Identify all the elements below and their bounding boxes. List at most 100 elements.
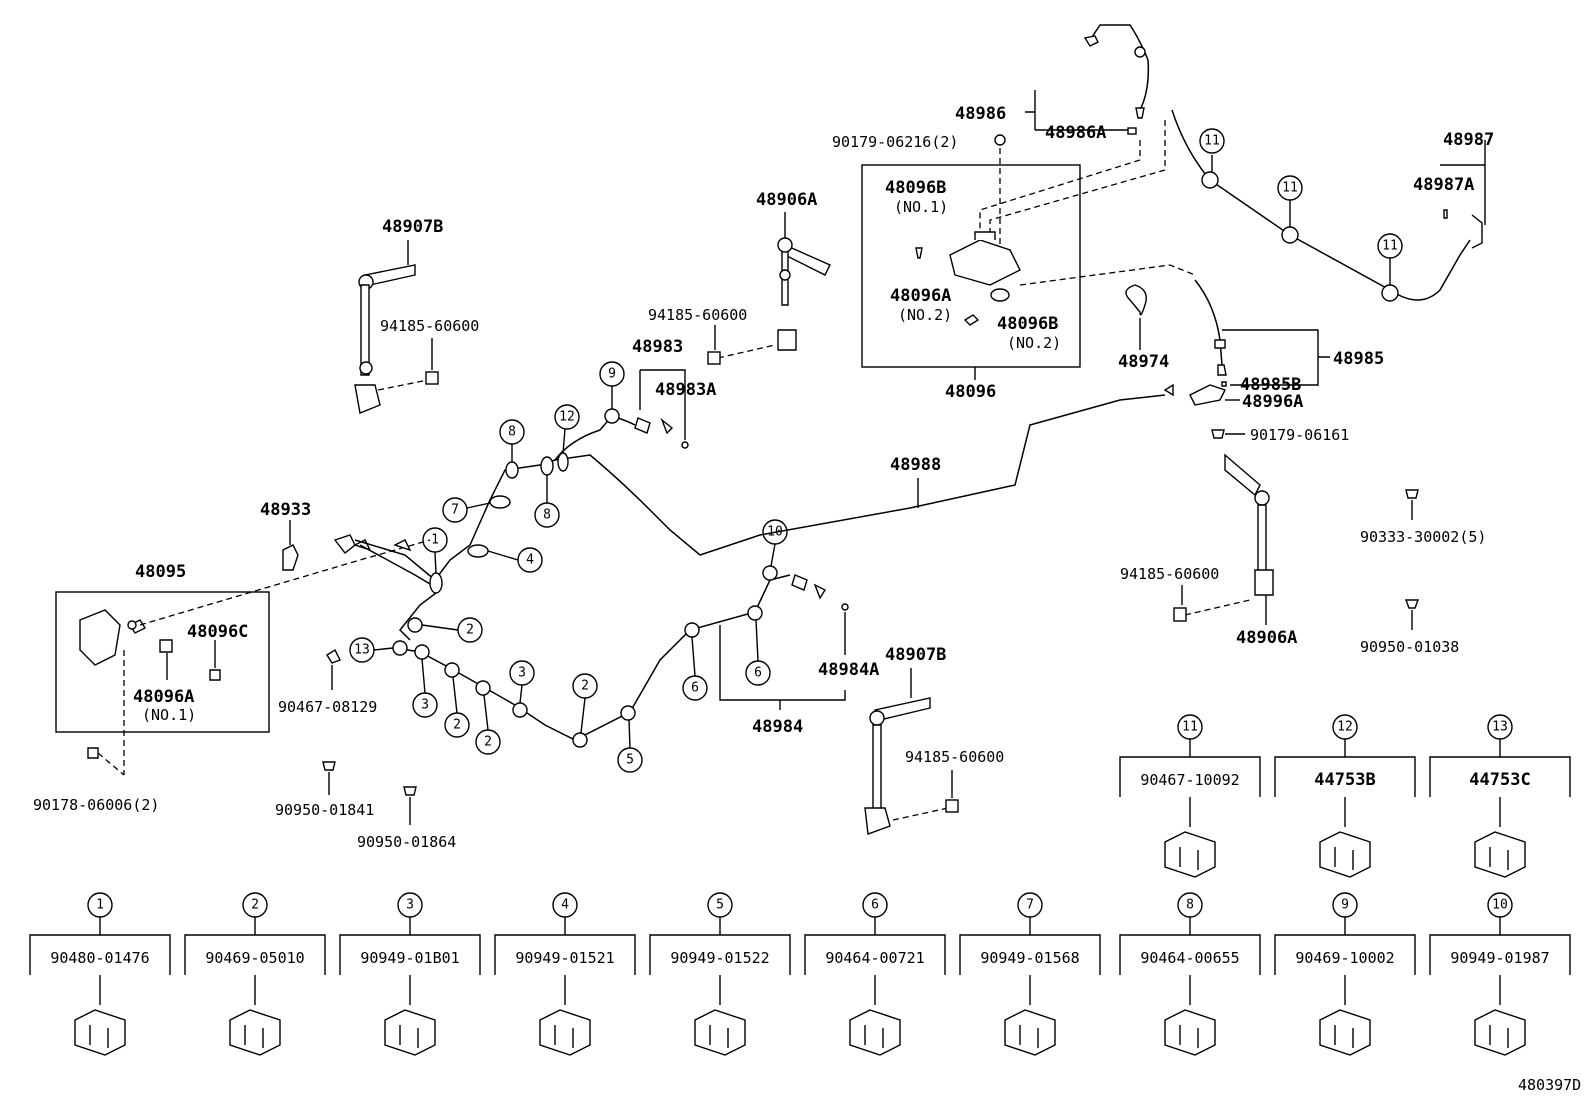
link-48906A-bot: 94185-60600 48906A [1120,453,1297,648]
label-90179-06161: 90179-06161 [1250,426,1349,444]
clip-icon [1004,1009,1056,1056]
label-48983: 48983 [632,337,683,357]
label-48096: 48096 [945,382,996,402]
legend-part-number: 44753C [1469,770,1530,790]
label-48974: 48974 [1118,352,1169,372]
legend-number: 4 [561,898,569,913]
legend-part-number: 90467-10092 [1140,771,1239,789]
callout-5: 5 [626,753,634,768]
label-48983A: 48983A [655,380,716,400]
callout-11b: 11 [1282,181,1298,196]
label-no1-b: (NO.1) [142,706,196,724]
callout-11a: 11 [1204,134,1220,149]
label-no1: (NO.1) [894,198,948,216]
clip-icon [1474,831,1526,878]
clip-icon [694,1009,746,1056]
label-94185-60600-b: 94185-60600 [380,317,479,335]
label-48096A-no2: 48096A [890,286,951,306]
legend-number: 13 [1492,720,1508,735]
legend-item-7: 7 90949-01568 [959,892,1101,1056]
label-90178-06006: 90178-06006(2) [33,796,159,814]
group-48987: 48987 48987A [1171,109,1494,302]
label-48986A: 48986A [1045,123,1106,143]
legend-number: 12 [1337,720,1353,735]
center-callouts: 9 12 8 8 7 1 4 10 2 13 3 3 2 2 2 5 6 6 [349,361,788,773]
label-90950-01864: 90950-01864 [357,833,456,851]
legend-part-number: 90949-01568 [980,949,1079,967]
legend-part-number: 44753B [1314,770,1375,790]
legend-part-number: 90949-01521 [515,949,614,967]
legend-item-2: 2 90469-05010 [184,892,326,1056]
clip-icon [229,1009,281,1056]
harness-48988: 48983 48983A 48988 [554,337,1174,556]
callout-2b: 2 [453,718,461,733]
label-48096B-no1: 48096B [885,178,946,198]
legend-number: 7 [1026,898,1034,913]
label-48906A-top: 48906A [756,190,817,210]
label-48987: 48987 [1443,130,1494,150]
callout-13: 13 [354,643,370,658]
callout-1: 1 [431,533,439,548]
legend-part-number: 90949-01B01 [360,949,459,967]
label-48987A: 48987A [1413,175,1474,195]
callout-6b: 6 [754,666,762,681]
legend-item-3: 3 90949-01B01 [339,892,481,1056]
group-48985: 48974 48985 48985B 48996A 90179-06161 [1118,279,1384,444]
callout-10: 10 [767,525,783,540]
clip-icon [1319,831,1371,878]
legend-part-number: 90464-00721 [825,949,924,967]
legend-number: 8 [1186,898,1194,913]
legend-number: 2 [251,898,259,913]
label-90950-01038: 90950-01038 [1360,638,1459,656]
callout-3b: 3 [518,666,526,681]
label-48096A-left: 48096A [133,687,194,707]
callout-7: 7 [451,503,459,518]
label-48096C: 48096C [187,622,248,642]
label-48985: 48985 [1333,349,1384,369]
group-48986: 48986 48986A 90179-06216(2) [832,24,1150,151]
legend-item-8: 8 90464-00655 [1119,892,1261,1056]
legend-number: 11 [1182,720,1198,735]
callout-6a: 6 [691,681,699,696]
label-48986: 48986 [955,104,1006,124]
clip-icon [849,1009,901,1056]
label-48907B-top: 48907B [382,217,443,237]
callout-12: 12 [559,410,575,425]
legend-item-12: 12 44753B [1274,714,1416,878]
legend-part-number: 90480-01476 [50,949,149,967]
legend-item-11: 11 90467-10092 [1119,714,1261,878]
label-90467-08129: 90467-08129 [278,698,377,716]
callout-11c: 11 [1382,239,1398,254]
label-48095: 48095 [135,562,186,582]
harness-center: 48984A 48984 90467-08129 90950-01841 909… [275,408,879,851]
legend-part-number: 90464-00655 [1140,949,1239,967]
clip-icon [1474,1009,1526,1056]
label-90950-01841: 90950-01841 [275,801,374,819]
legend-part-number: 90949-01987 [1450,949,1549,967]
callout-8b: 8 [543,508,551,523]
clip-icon [384,1009,436,1056]
label-90179-06216: 90179-06216(2) [832,133,958,151]
clip-icon [1319,1009,1371,1056]
link-48906A-top: 48906A 94185-60600 [648,190,831,365]
legend-number: 6 [871,898,879,913]
box-48096: 48096B (NO.1) 48096A (NO.2) 48096B (NO.2… [861,120,1196,402]
clip-icon [539,1009,591,1056]
legend-number: 1 [96,898,104,913]
legend-part-number: 90469-10002 [1295,949,1394,967]
clip-icon [1164,831,1216,878]
callout-3a: 3 [421,698,429,713]
link-48907B-top: 48907B 94185-60600 [354,217,479,414]
callout-2d: 2 [581,679,589,694]
legend-item-13: 13 44753C [1429,714,1571,878]
legend-part-number: 90469-05010 [205,949,304,967]
legend-item-1: 1 90480-01476 [29,892,171,1056]
label-90333-30002: 90333-30002(5) [1360,528,1486,546]
label-48907B-bot: 48907B [885,645,946,665]
legend-number: 3 [406,898,414,913]
label-94185-60600-a: 94185-60600 [648,306,747,324]
